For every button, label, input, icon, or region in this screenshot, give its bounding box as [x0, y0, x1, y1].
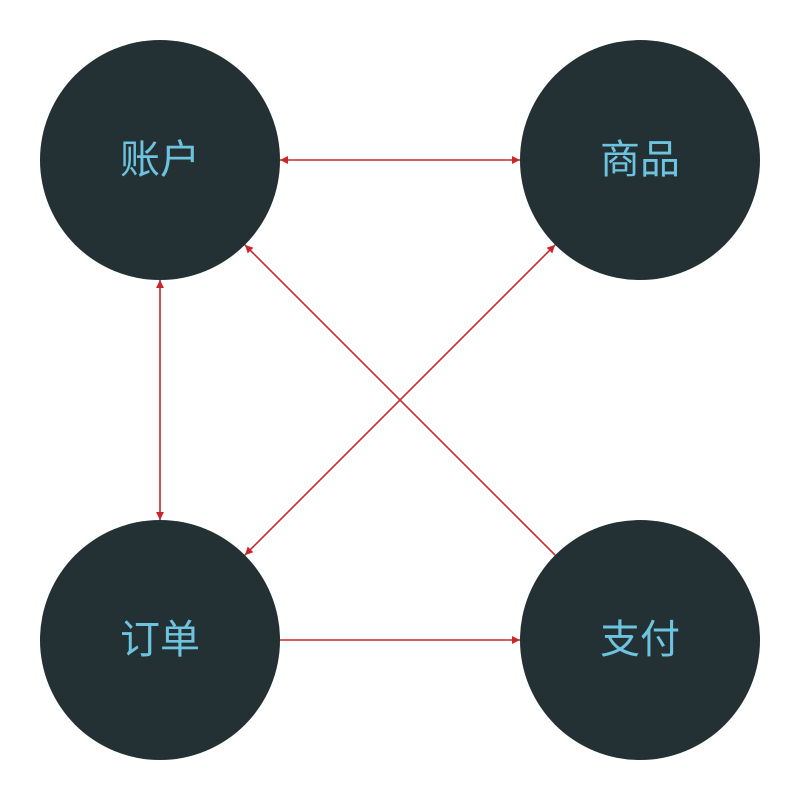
node-order-label: 订单: [120, 617, 200, 663]
node-payment-circle: [520, 520, 760, 760]
node-product-circle: [520, 40, 760, 280]
nodes-group: 账户 商品 订单 支付: [40, 40, 760, 760]
node-payment[interactable]: 支付: [520, 520, 760, 760]
edges-group: [156, 156, 556, 644]
node-account-circle: [40, 40, 280, 280]
node-payment-label: 支付: [600, 617, 680, 663]
node-order[interactable]: 订单: [40, 520, 280, 760]
node-account-label: 账户: [120, 137, 200, 183]
node-product[interactable]: 商品: [520, 40, 760, 280]
edge-payment-account: [244, 244, 556, 556]
node-order-circle: [40, 520, 280, 760]
node-account[interactable]: 账户: [40, 40, 280, 280]
node-product-label: 商品: [600, 137, 680, 183]
